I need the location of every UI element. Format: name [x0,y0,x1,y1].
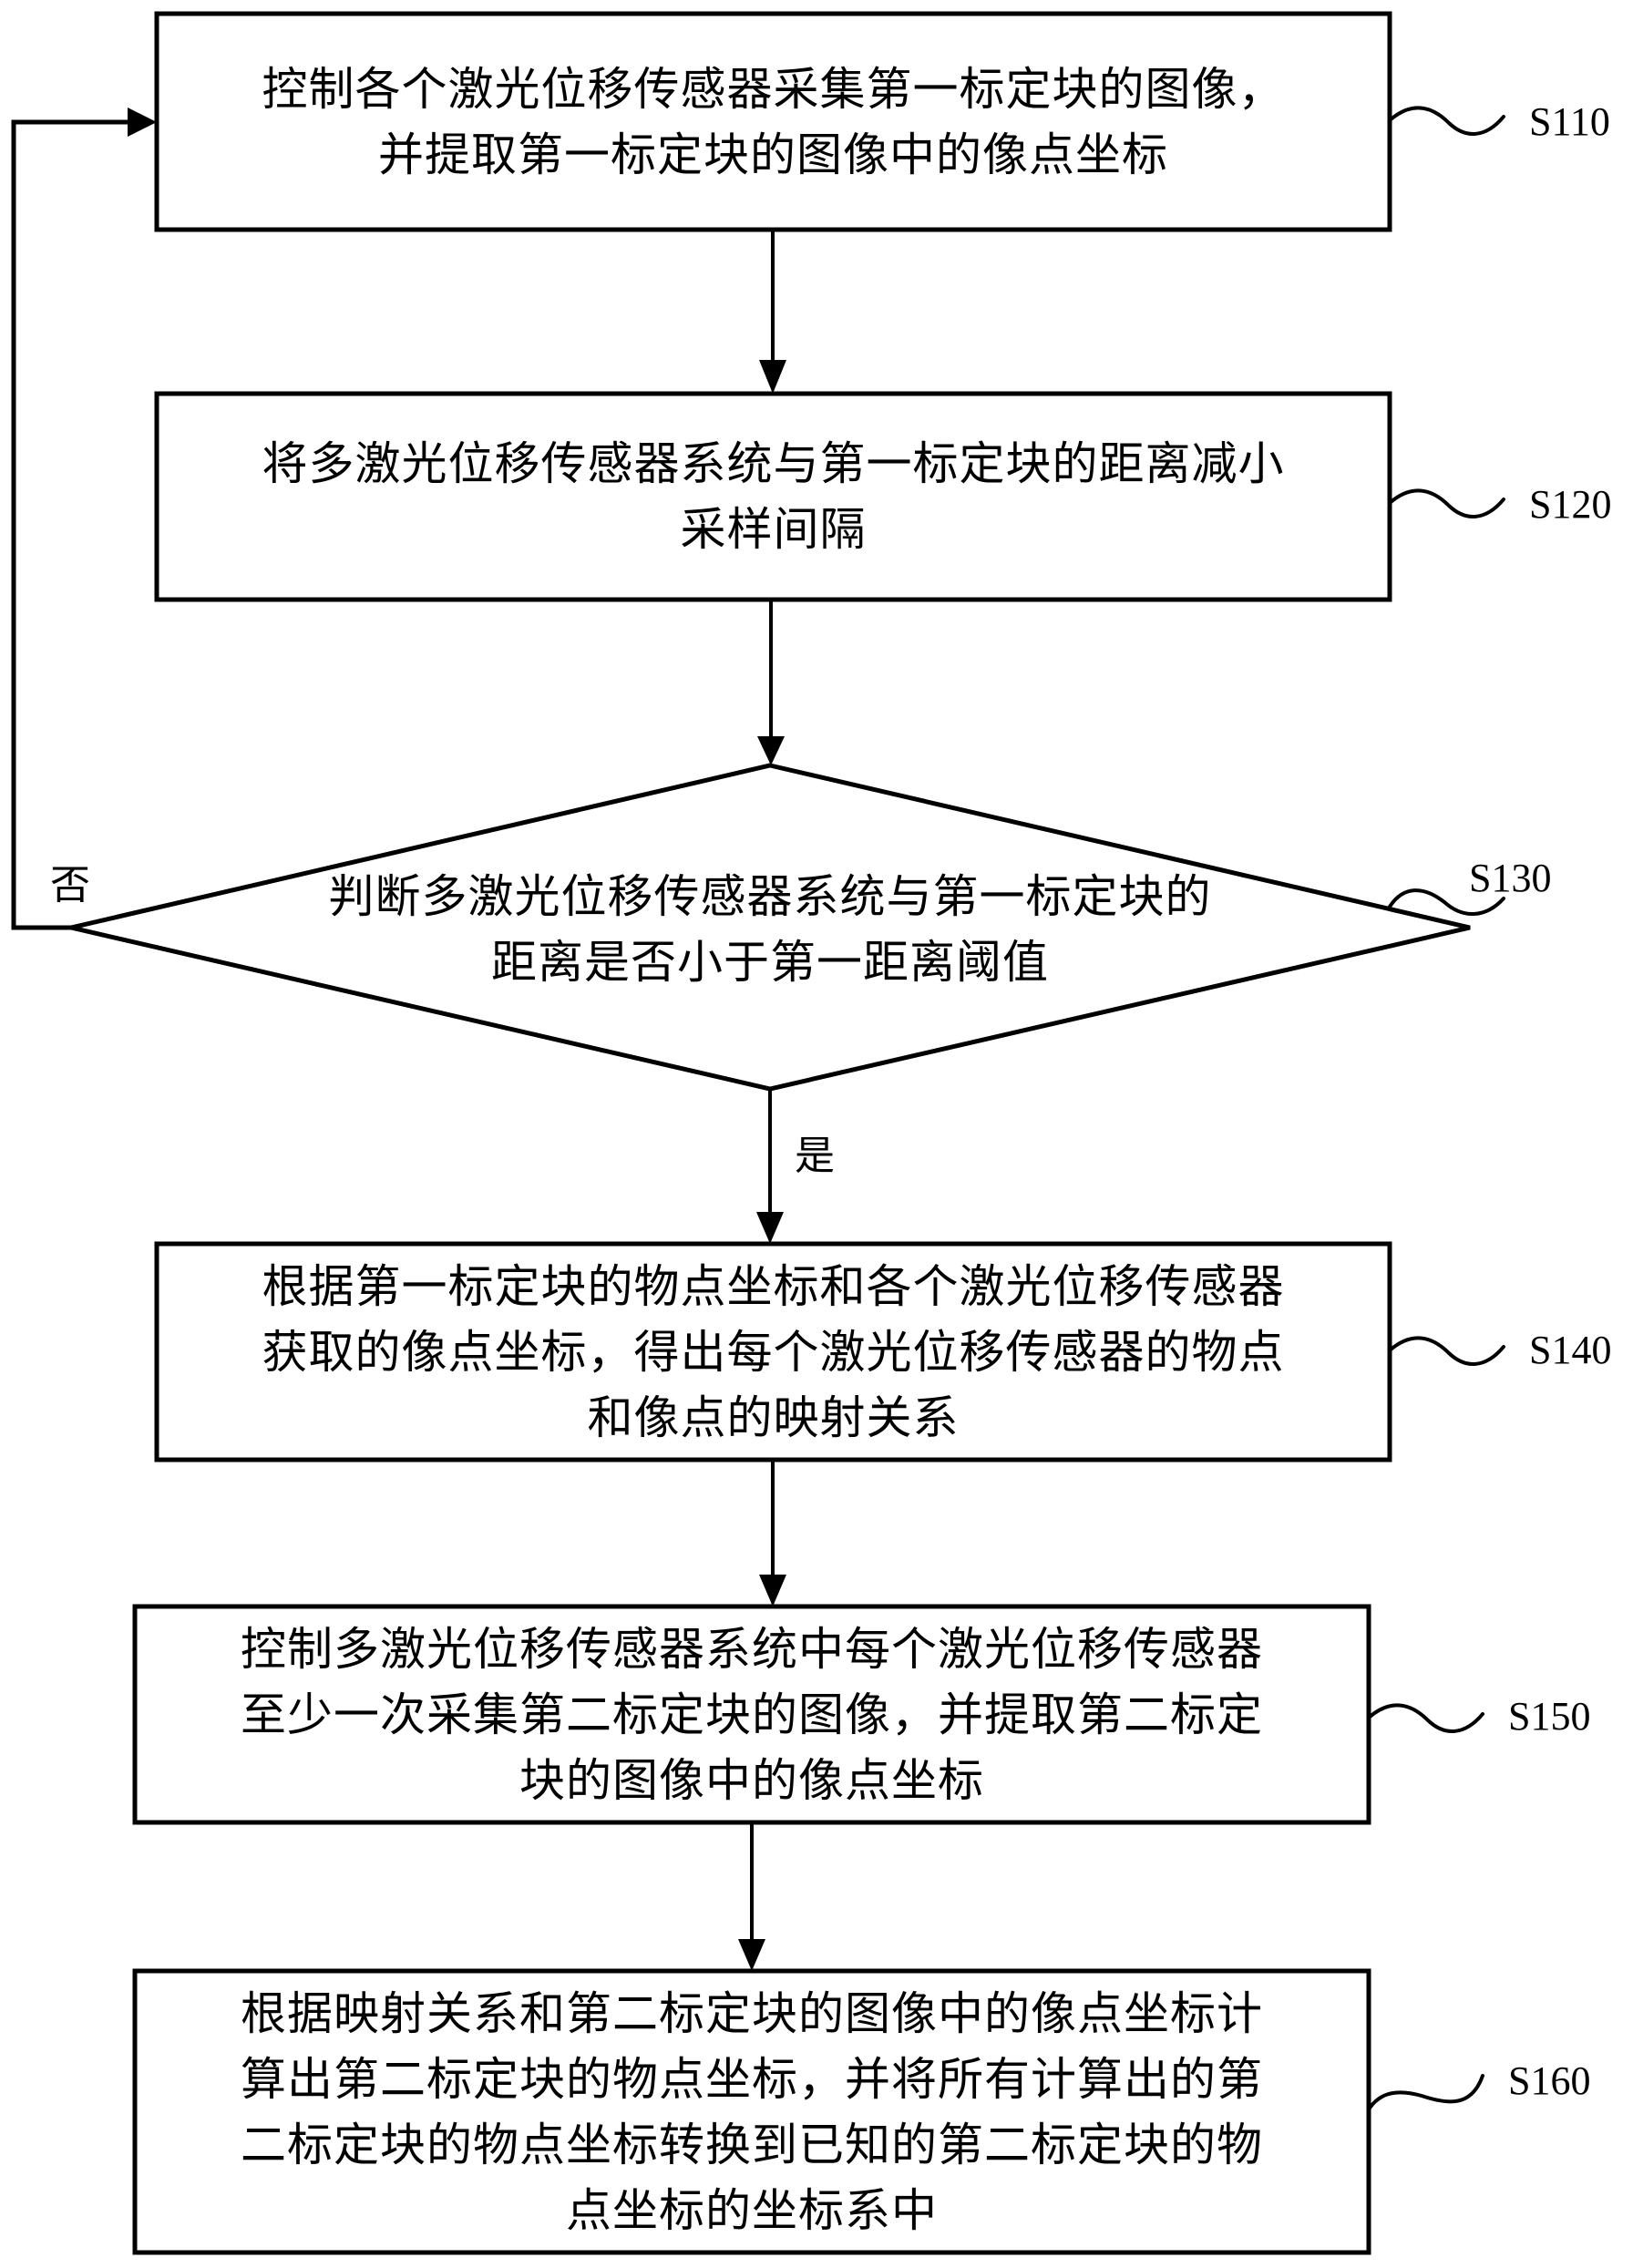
arrowhead-s120 [759,360,786,394]
step-text-s150: 控制多激光位移传感器系统中每个激光位移传感器 至少一次采集第二标定块的图像，并提… [135,1606,1369,1822]
step-text-s160: 根据映射关系和第二标定块的图像中的像点坐标计 算出第二标定块的物点坐标，并将所有… [135,1971,1369,2253]
step-text-line: 采样间隔 [680,503,867,556]
label-leader-s120 [1388,488,1505,518]
step-text-line: 点坐标的坐标系中 [566,2183,938,2237]
arrowhead-s150 [759,1575,786,1606]
step-text-line: 并提取第一标定块的图像中的像点坐标 [378,128,1168,181]
step-id-s120: S120 [1529,482,1612,527]
step-text-line: 至少一次采集第二标定块的图像，并提取第二标定 [241,1688,1263,1741]
process-box-s140 [154,1241,1392,1462]
step-text-line: 控制各个激光位移传感器采集第一标定块的图像， [262,62,1285,116]
arrowhead-s160 [738,1939,765,1971]
step-text-line: 根据第一标定块的物点坐标和各个激光位移传感器 [262,1259,1285,1313]
process-box-s120 [154,391,1392,602]
step-text-line: 距离是否小于第一距离阈值 [491,936,1049,989]
label-leader-s150 [1367,1703,1484,1733]
step-text-s130: 判断多激光位移传感器系统与第一标定块的 距离是否小于第一距离阈值 [223,857,1317,1002]
step-text-s110: 控制各个激光位移传感器采集第一标定块的图像， 并提取第一标定块的图像中的像点坐标 [157,14,1390,230]
label-leader-s130 [1388,888,1505,916]
step-text-line: 和像点的映射关系 [587,1391,960,1444]
process-box-s110 [154,11,1392,232]
step-text-line: 根据映射关系和第二标定块的图像中的像点坐标计 [241,1986,1263,2040]
step-id-s140: S140 [1529,1328,1612,1372]
label-leader-s110 [1388,106,1505,136]
arrowhead-s130 [757,736,785,765]
step-text-line: 获取的像点坐标，得出每个激光位移传感器的物点 [262,1325,1285,1379]
branch-label-yes: 是 [795,1133,835,1179]
branch-label-no: 否 [50,862,90,908]
feedback-loop-no [11,119,137,930]
step-text-s120: 将多激光位移传感器系统与第一标定块的距离减小 采样间隔 [157,394,1390,600]
step-text-line: 判断多激光位移传感器系统与第一标定块的 [328,870,1212,923]
arrowhead-feedback-s110 [128,108,157,137]
arrowhead-s140 [756,1212,784,1244]
process-box-s150 [132,1604,1371,1825]
step-id-s160: S160 [1508,2058,1591,2103]
step-text-line: 二标定块的物点坐标转换到已知的第二标定块的物 [241,2118,1263,2171]
process-box-s160 [132,1968,1371,2255]
label-leader-s160 [1367,2074,1484,2111]
step-text-line: 算出第二标定块的物点坐标，并将所有计算出的第 [241,2052,1263,2106]
step-id-s110: S110 [1529,99,1610,144]
step-text-line: 块的图像中的像点坐标 [519,1753,984,1807]
step-text-s140: 根据第一标定块的物点坐标和各个激光位移传感器 获取的像点坐标，得出每个激光位移传… [157,1244,1390,1460]
step-text-line: 将多激光位移传感器系统与第一标定块的距离减小 [262,437,1285,490]
step-id-s130: S130 [1469,856,1552,900]
step-text-line: 控制多激光位移传感器系统中每个激光位移传感器 [241,1622,1263,1676]
label-leader-s140 [1388,1336,1505,1366]
step-id-s150: S150 [1508,1694,1591,1739]
